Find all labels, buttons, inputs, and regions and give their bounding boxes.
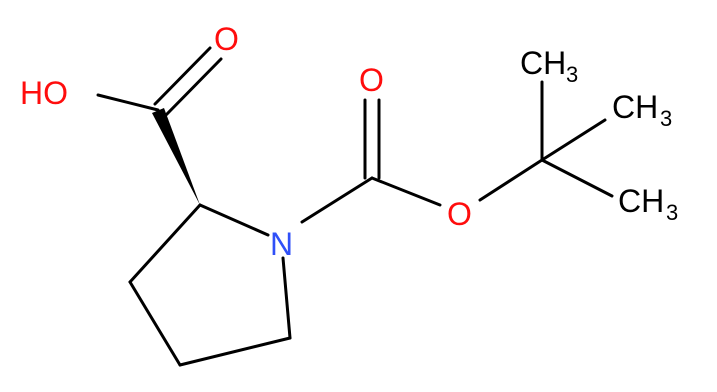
bond-c3-c2 <box>128 203 202 284</box>
nitrogen-label: N <box>270 226 293 262</box>
bond-c2-n <box>198 203 270 237</box>
ester-oxygen-label: O <box>447 196 472 232</box>
bond-c5-c4 <box>178 336 292 367</box>
bond-tbu-methyl-3 <box>540 158 614 198</box>
methyl-2-subscript: 3 <box>660 106 672 131</box>
bond-tbu-methyl-2 <box>540 118 607 162</box>
methyl-3-text: CH <box>618 183 664 219</box>
bond-n-carbonyl <box>300 176 374 224</box>
methyl-3-subscript: 3 <box>666 200 678 225</box>
bond-carboxyl-oh <box>96 93 160 112</box>
bond-carboxyl-o-double-b <box>164 57 223 117</box>
methyl-3-label: CH 3 <box>618 183 678 225</box>
bond-carboxyl-o-double-a <box>153 46 212 106</box>
wedge-bond-c2-carboxyl <box>152 108 200 205</box>
hydroxyl-label: HO <box>20 75 68 111</box>
bond-c4-c3 <box>128 280 182 367</box>
methyl-1-label: CH 3 <box>520 45 578 87</box>
methyl-2-label: CH 3 <box>612 89 672 131</box>
carbamate-carbonyl-oxygen-label: O <box>359 62 384 98</box>
bond-ester-o-tbu <box>478 158 544 202</box>
methyl-1-text: CH <box>520 45 566 81</box>
bond-n-c5 <box>281 256 292 340</box>
bonds <box>96 46 614 367</box>
atom-labels: HO O O O N CH 3 CH 3 CH 3 <box>20 21 678 262</box>
methyl-1-subscript: 3 <box>566 62 578 87</box>
bond-carbonyl-ester-o <box>370 176 442 207</box>
methyl-2-text: CH <box>612 89 658 125</box>
acid-carbonyl-oxygen-label: O <box>214 21 239 57</box>
